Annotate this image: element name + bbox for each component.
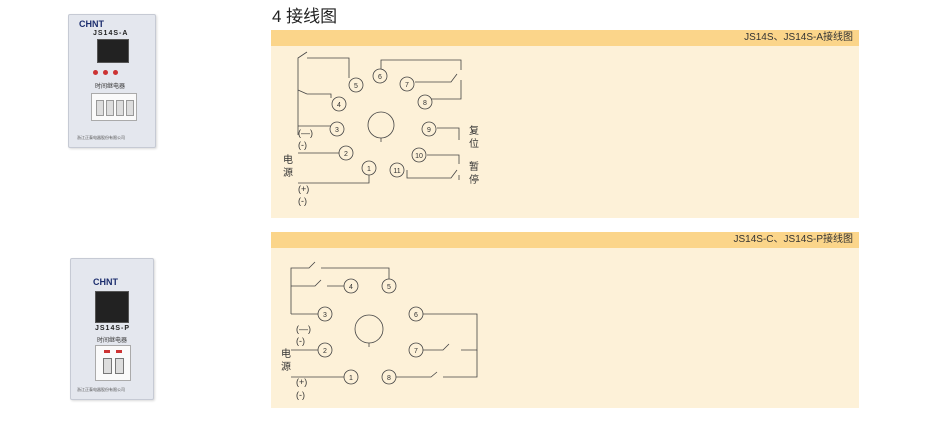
reset-label-1: 复 bbox=[469, 124, 479, 137]
terminal-4 bbox=[343, 278, 359, 294]
terminal-label-7: 7 bbox=[414, 348, 418, 355]
display-window bbox=[97, 39, 129, 63]
footer-label: 浙江正泰电器股份有限公司 bbox=[77, 387, 125, 392]
dial-switch-panel bbox=[95, 345, 131, 381]
terminal-2 bbox=[338, 145, 354, 161]
brand-logo: CHNT bbox=[79, 19, 104, 29]
minus-label-1: (—) bbox=[296, 324, 311, 334]
terminal-label-6: 6 bbox=[378, 74, 382, 81]
terminal-6 bbox=[372, 68, 388, 84]
terminal-label-4: 4 bbox=[349, 284, 353, 291]
product-photo-js14s-p: CHNT JS14S-P 时间继电器 浙江正泰电器股份有限公司 bbox=[70, 258, 154, 400]
power-label-2: 源 bbox=[283, 166, 293, 179]
terminal-label-2: 2 bbox=[344, 151, 348, 158]
pause-label-1: 暂 bbox=[469, 161, 479, 173]
minus-label-1: (—) bbox=[298, 128, 313, 138]
terminal-8 bbox=[381, 369, 397, 385]
terminal-label-4: 4 bbox=[337, 102, 341, 109]
wiring-diagram-a: 5 4 3 2 1 6 7 8 9 10 11 (—) (-) 电 源 (+) … bbox=[283, 51, 479, 206]
brand-logo: CHNT bbox=[93, 277, 118, 287]
terminal-7 bbox=[408, 342, 424, 358]
terminal-label-2: 2 bbox=[323, 348, 327, 355]
terminal-4 bbox=[331, 96, 347, 112]
terminal-label-8: 8 bbox=[387, 375, 391, 382]
minus-label-2: (-) bbox=[296, 336, 305, 346]
reset-label-2: 位 bbox=[469, 137, 479, 150]
terminal-label-6: 6 bbox=[414, 312, 418, 319]
terminal-6 bbox=[408, 306, 424, 322]
terminal-7 bbox=[399, 76, 415, 92]
minus-label-3: (-) bbox=[296, 390, 305, 400]
terminal-5 bbox=[348, 77, 364, 93]
minus-label-2: (-) bbox=[298, 140, 307, 150]
terminal-label-1: 1 bbox=[367, 166, 371, 173]
terminal-label-11: 11 bbox=[393, 168, 400, 175]
wiring-panel-c: JS14S-C、JS14S-P接线图 bbox=[271, 232, 859, 408]
plus-label: (+) bbox=[296, 377, 307, 387]
subtitle-label: 时间继电器 bbox=[95, 84, 126, 90]
terminal-label-3: 3 bbox=[323, 312, 327, 319]
pause-label-2: 停 bbox=[469, 173, 479, 186]
terminal-label-1: 1 bbox=[349, 375, 353, 382]
product-photo-js14s-a: CHNT JS14S-A 时间继电器 浙江正泰电器股份有限公司 bbox=[68, 14, 156, 148]
terminal-label-8: 8 bbox=[423, 100, 427, 107]
plus-label: (+) bbox=[298, 184, 309, 194]
wiring-panel-a: JS14S、JS14S-A接线图 bbox=[271, 30, 859, 218]
section-title: 4 接线图 bbox=[272, 7, 338, 26]
terminal-9 bbox=[421, 121, 437, 137]
terminal-1 bbox=[343, 369, 359, 385]
terminal-1 bbox=[361, 160, 377, 176]
terminal-3 bbox=[317, 306, 333, 322]
terminal-5 bbox=[381, 278, 397, 294]
display-window bbox=[95, 291, 129, 323]
power-label-1: 电 bbox=[281, 347, 291, 360]
terminal-10 bbox=[411, 147, 427, 163]
terminal-3 bbox=[329, 121, 345, 137]
terminal-label-7: 7 bbox=[405, 82, 409, 89]
terminal-label-5: 5 bbox=[387, 284, 391, 291]
model-label: JS14S-P bbox=[95, 325, 131, 332]
dial-switch-panel bbox=[91, 93, 137, 121]
terminal-label-10: 10 bbox=[415, 153, 423, 160]
wiring-diagram-c: 4 5 3 2 1 6 7 8 (—) (-) 电 源 (+) (-) bbox=[281, 261, 478, 400]
power-label-2: 源 bbox=[281, 360, 291, 373]
terminal-label-9: 9 bbox=[427, 127, 431, 134]
power-label-1: 电 bbox=[283, 153, 293, 166]
terminal-8 bbox=[417, 94, 433, 110]
panel-header-c: JS14S-C、JS14S-P接线图 bbox=[271, 232, 859, 248]
footer-label: 浙江正泰电器股份有限公司 bbox=[77, 135, 125, 140]
terminal-2 bbox=[317, 342, 333, 358]
terminal-label-3: 3 bbox=[335, 127, 339, 134]
terminal-11 bbox=[389, 162, 405, 178]
minus-label-3: (-) bbox=[298, 196, 307, 206]
indicator-leds bbox=[93, 70, 133, 76]
terminal-label-5: 5 bbox=[354, 83, 358, 90]
model-label: JS14S-A bbox=[93, 30, 129, 37]
subtitle-label: 时间继电器 bbox=[97, 338, 128, 344]
panel-header-a: JS14S、JS14S-A接线图 bbox=[271, 30, 859, 46]
